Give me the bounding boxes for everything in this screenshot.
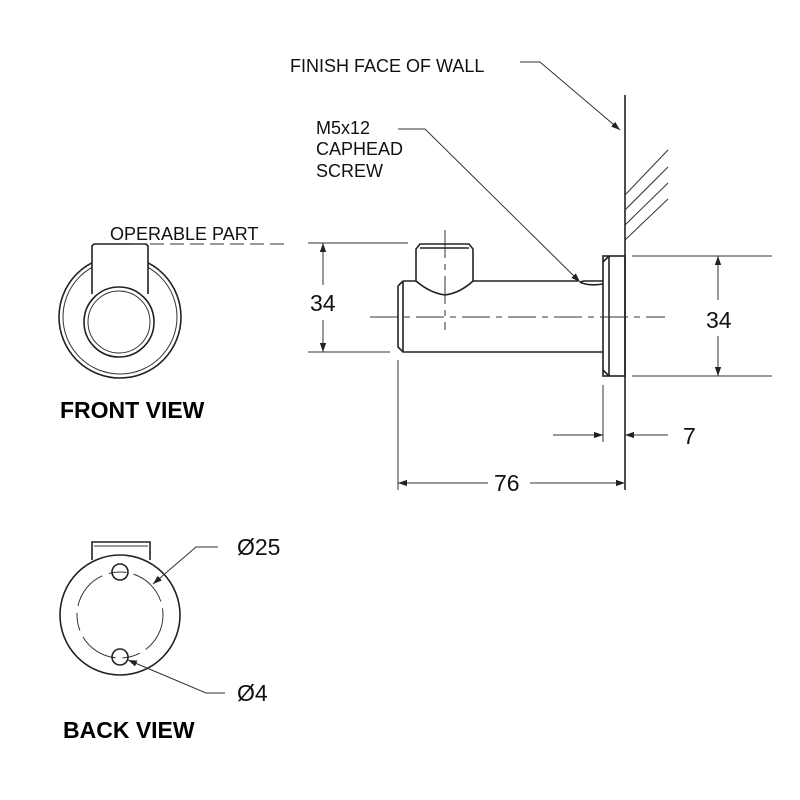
front-view: OPERABLE PART <box>58 224 285 379</box>
screw-label-line2: CAPHEAD <box>316 139 403 159</box>
back-view: Ø25 Ø4 <box>59 534 280 706</box>
finish-face-leader <box>520 61 621 131</box>
screw-label-line1: M5x12 <box>316 118 370 138</box>
dim-height-left-value: 34 <box>310 290 336 316</box>
dim-projection: 76 <box>397 360 625 496</box>
back-view-title: BACK VIEW <box>63 717 195 743</box>
dim-height-left: 34 <box>308 242 408 353</box>
wall <box>624 95 669 490</box>
wall-hatching <box>624 149 669 241</box>
side-view <box>370 230 665 377</box>
screw-label-line3: SCREW <box>316 161 383 181</box>
finish-face-label: FINISH FACE OF WALL <box>290 56 484 76</box>
dim-height-right: 34 <box>632 255 772 377</box>
dim-height-right-value: 34 <box>706 307 732 333</box>
screw-label: M5x12 CAPHEAD SCREW <box>316 118 403 181</box>
hole-dia-label: Ø4 <box>237 680 268 706</box>
operable-part-label: OPERABLE PART <box>110 224 258 244</box>
dim-projection-value: 76 <box>494 470 520 496</box>
dim-flange-thickness-value: 7 <box>683 423 696 449</box>
bolt-circle-dia-label: Ø25 <box>237 534 280 560</box>
front-view-title: FRONT VIEW <box>60 397 205 423</box>
screw-leader <box>398 128 581 283</box>
dim-flange-thickness: 7 <box>553 385 696 449</box>
